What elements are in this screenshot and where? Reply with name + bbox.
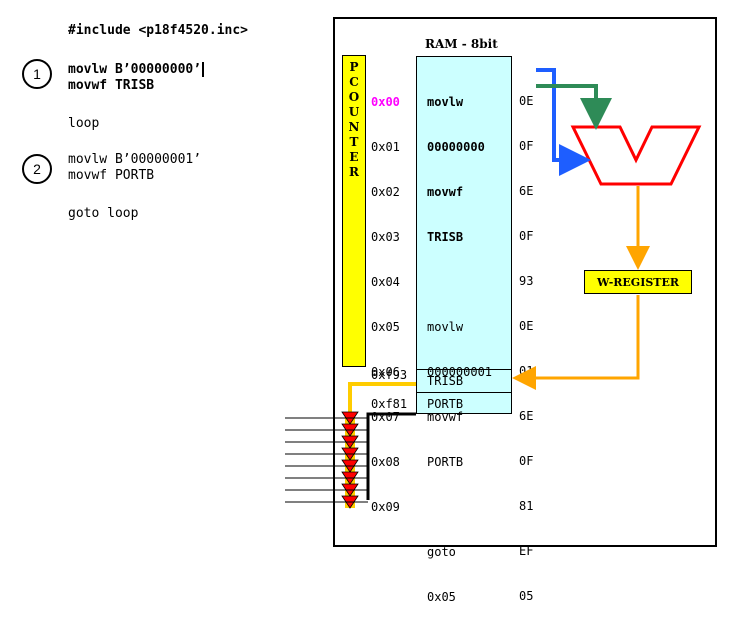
ram-cell: movlw [427, 320, 464, 334]
ram-cell-active: movwf [427, 185, 464, 199]
ram-cell: goto [427, 545, 456, 559]
address: 0x02 [371, 185, 400, 199]
trisb-cell: TRISB [417, 369, 511, 392]
pc-letter: P [349, 60, 359, 74]
step-1-line-1: movlw B’00000000’ [68, 62, 202, 77]
opcode: 0F [519, 454, 534, 468]
pc-letter: T [349, 135, 359, 149]
alu-shape [570, 125, 702, 186]
pc-letter: E [349, 150, 359, 164]
opcode: 6E [519, 409, 534, 423]
ram-cell: PORTB [427, 455, 464, 469]
step-2-circle: 2 [22, 154, 52, 184]
goto-line: goto loop [68, 206, 139, 221]
ram-cell: 0x05 [427, 590, 456, 604]
green-data-path [536, 84, 612, 130]
trisb-address: 0xf93 [371, 368, 408, 382]
pc-letter: U [348, 105, 360, 119]
loop-label: loop [68, 116, 100, 131]
include-line: #include <p18f4520.inc> [68, 23, 249, 38]
w-register: W-REGISTER [584, 270, 692, 294]
step-2-number: 2 [33, 161, 41, 177]
ram-cell: 000000001 [427, 365, 493, 379]
blue-data-path [536, 68, 591, 176]
black-portb-to-pins [366, 412, 416, 500]
orange-wreg-to-trisb [512, 295, 640, 390]
ram-title: RAM - 8bit [425, 37, 498, 51]
opcode: 81 [519, 499, 534, 513]
ram-block: movlw 00000000 movwf TRISB movlw 0000000… [416, 56, 512, 604]
opcode: EF [519, 544, 534, 558]
portb-pins [285, 411, 368, 509]
address: 0x03 [371, 230, 400, 244]
step-1-circle: 1 [22, 59, 52, 89]
address: 0x05 [371, 320, 400, 334]
opcode: 6E [519, 184, 534, 198]
ram-cell-active: TRISB [427, 230, 464, 244]
portb-address: 0xf81 [371, 397, 408, 411]
pc-letter: C [349, 75, 359, 89]
address: 0x09 [371, 500, 400, 514]
opcode: 0E [519, 319, 534, 333]
pc-counter: P C O U N T E R [342, 55, 366, 367]
diagram-graphics [285, 68, 702, 509]
address: 0x01 [371, 140, 400, 154]
ram-cell-active: 00000000 [427, 140, 485, 154]
opcode: 0F [519, 229, 534, 243]
text-cursor [202, 62, 205, 77]
pc-letter: O [348, 90, 360, 104]
pc-letter: R [349, 165, 359, 179]
opcode: 05 [519, 589, 534, 603]
portb-cell: PORTB [417, 392, 511, 414]
pc-letter: N [348, 120, 360, 134]
address: 0x08 [371, 455, 400, 469]
opcode: 93 [519, 274, 534, 288]
ram-cell-active: movlw [427, 95, 464, 109]
address: 0x04 [371, 275, 400, 289]
address: 0x06 [371, 365, 400, 379]
opcode: 0E [519, 94, 534, 108]
ram-cell: movwf [427, 410, 464, 424]
step-1-code: movlw B’00000000’ [68, 62, 205, 77]
step-1-number: 1 [33, 66, 41, 82]
opcode: 0F [519, 139, 534, 153]
step-2-line-2: movwf PORTB [68, 168, 155, 183]
yellow-trisb-to-pins [348, 382, 416, 412]
address-current: 0x00 [371, 95, 400, 109]
microcontroller-outline [333, 17, 717, 547]
step-2-line-1: movlw B’00000001’ [68, 152, 202, 167]
step-1-line-2: movwf TRISB [68, 78, 155, 93]
